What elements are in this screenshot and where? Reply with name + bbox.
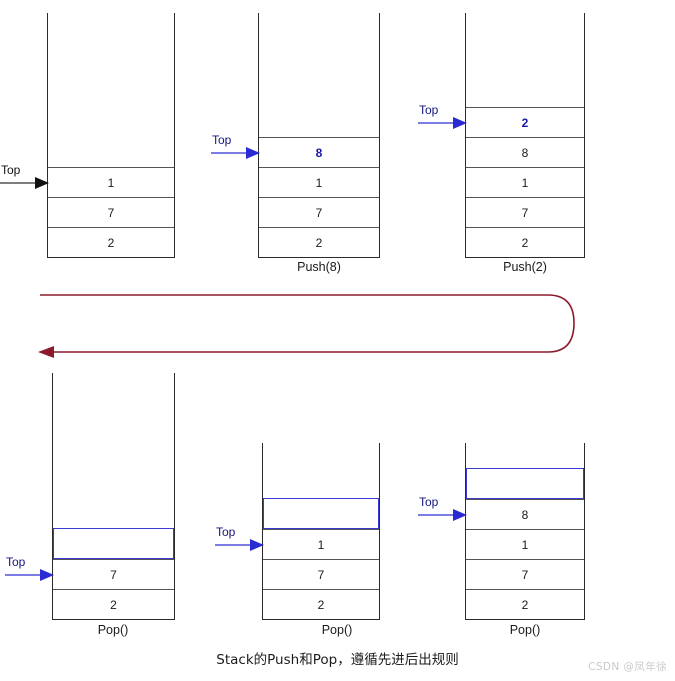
top-pointer-arrow-icon	[418, 509, 467, 521]
stack-cell: 7	[53, 559, 174, 589]
stack-cell-empty	[466, 468, 584, 499]
top-pointer: Top	[417, 496, 467, 522]
stack-cell-empty	[263, 498, 379, 529]
top-pointer-arrow-icon	[418, 117, 467, 129]
top-pointer-arrow-icon	[5, 569, 54, 581]
top-pointer-label: Top	[1, 163, 21, 177]
stack-cell-empty	[53, 528, 174, 559]
top-pointer-label: Top	[6, 555, 26, 569]
stack-cell: 2	[53, 589, 174, 619]
stack-cell: 1	[263, 529, 379, 559]
top-pointer: Top	[214, 526, 264, 552]
stack-caption: Pop()	[509, 623, 541, 637]
top-pointer: Top	[4, 556, 54, 582]
stack-caption: Pop()	[321, 623, 353, 637]
stack-caption: Pop()	[97, 623, 129, 637]
stack-cell: 8	[466, 137, 584, 167]
top-pointer-label: Top	[216, 525, 236, 539]
top-pointer-arrow-icon	[211, 147, 260, 159]
stack-cell: 1	[259, 167, 379, 197]
top-pointer-arrow-icon	[0, 177, 49, 189]
stack-cell: 7	[466, 197, 584, 227]
stack-cell: 8	[259, 137, 379, 167]
stack-cell: 7	[48, 197, 174, 227]
top-pointer: Top	[0, 164, 49, 190]
stack-caption: Push(2)	[503, 260, 547, 274]
top-pointer: Top	[210, 134, 260, 160]
stack-cell: 2	[48, 227, 174, 257]
stack-cell: 1	[48, 167, 174, 197]
top-pointer-label: Top	[419, 495, 439, 509]
stack-cell: 2	[259, 227, 379, 257]
watermark: CSDN @凤年徐	[588, 661, 667, 673]
stack-cell: 7	[259, 197, 379, 227]
top-pointer: Top	[417, 104, 467, 130]
stack-caption: Push(8)	[297, 260, 341, 274]
top-pointer-arrow-icon	[215, 539, 264, 551]
stack-cell: 1	[466, 167, 584, 197]
top-pointer-label: Top	[212, 133, 232, 147]
stack-cell: 2	[466, 107, 584, 137]
stack-cell: 2	[466, 589, 584, 619]
stack-cell: 8	[466, 499, 584, 529]
stack-cell: 7	[263, 559, 379, 589]
stack-cell: 1	[466, 529, 584, 559]
top-pointer-label: Top	[419, 103, 439, 117]
stack-cell: 2	[466, 227, 584, 257]
diagram-caption: Stack的Push和Pop，遵循先进后出规则	[216, 652, 459, 668]
stack-cell: 2	[263, 589, 379, 619]
stack-cell: 7	[466, 559, 584, 589]
